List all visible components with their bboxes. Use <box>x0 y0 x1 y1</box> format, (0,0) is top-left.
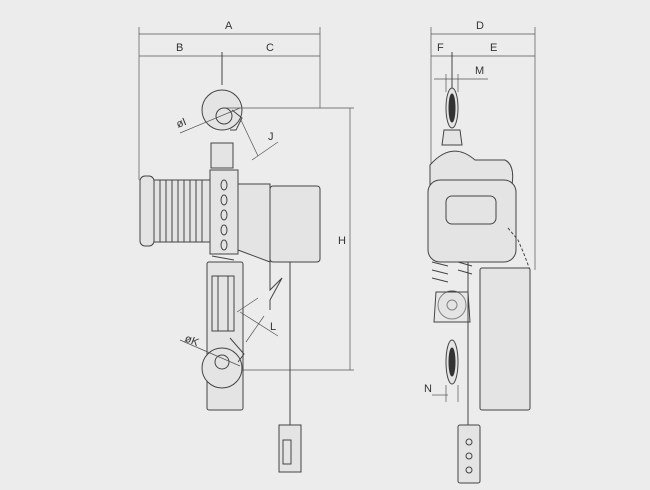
bottom-block <box>211 275 235 332</box>
label-d: D <box>476 20 484 32</box>
side-view: A B C øI J H <box>138 20 354 473</box>
bottom-sheave <box>437 290 467 320</box>
label-i: øI <box>175 116 189 131</box>
pendant-switch-front <box>457 424 481 484</box>
nameplate <box>445 195 497 225</box>
label-l: L <box>270 321 276 333</box>
label-a: A <box>225 20 233 32</box>
label-c: C <box>266 42 274 54</box>
control-box <box>269 185 321 263</box>
label-f: F <box>437 42 444 54</box>
label-n: N <box>424 383 432 395</box>
pendant-switch <box>278 424 302 473</box>
label-j: J <box>268 131 274 143</box>
label-h: H <box>338 235 346 247</box>
motor-cap <box>139 175 155 247</box>
front-view: D F E M N <box>424 20 536 484</box>
label-b: B <box>176 42 183 54</box>
top-frame <box>429 150 514 186</box>
label-k: øK <box>183 333 201 350</box>
motor-body <box>153 179 211 243</box>
bottom-hook <box>201 347 243 389</box>
label-m: M <box>475 65 484 77</box>
label-e: E <box>490 42 497 54</box>
chain-bag-front <box>479 267 531 411</box>
gear-housing <box>209 169 239 255</box>
